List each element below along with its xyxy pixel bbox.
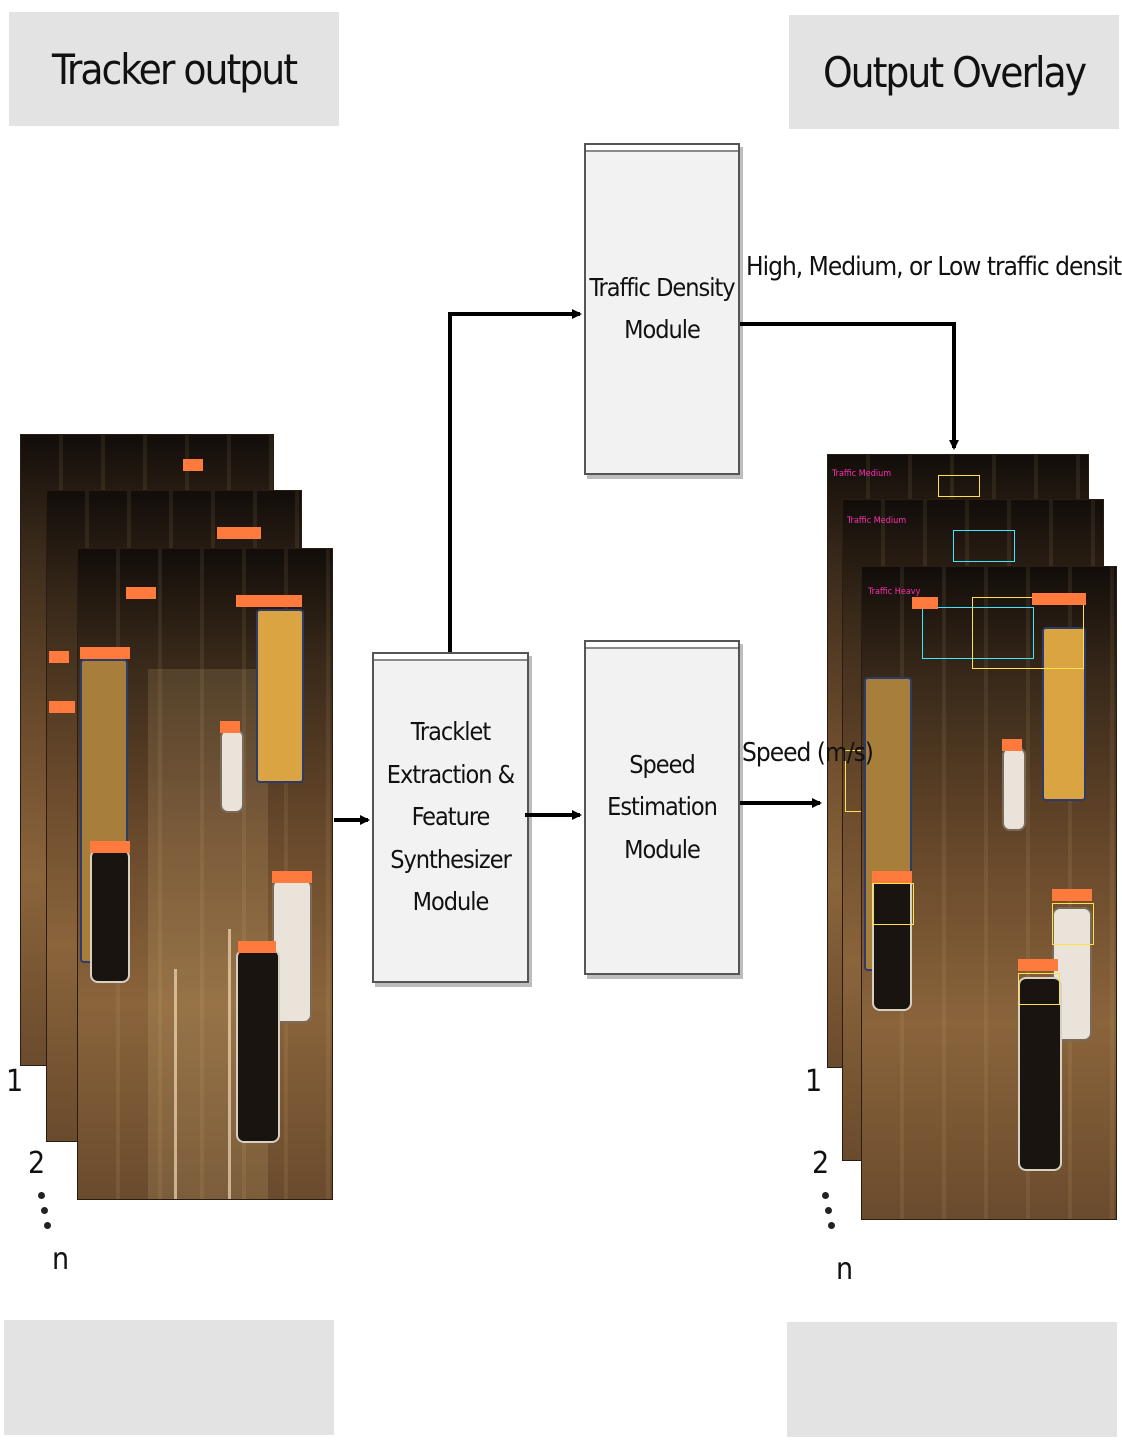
density-badge: Traffic Medium [847, 516, 907, 526]
density-output-label: High, Medium, or Low traffic density [746, 252, 1122, 282]
tracker-box [49, 701, 75, 713]
bus [256, 609, 304, 783]
tracklet-module-line1: Tracklet Extraction & [386, 717, 515, 789]
tracker-box [90, 841, 130, 853]
tracker-box [872, 871, 912, 883]
tracker-box [217, 527, 261, 539]
tracker-box [1052, 889, 1092, 901]
arrow-tracklet-to-density [448, 309, 582, 652]
tracker-box [1002, 739, 1022, 751]
tracker-box [126, 587, 156, 599]
tracker-box [49, 651, 69, 663]
detection-box [972, 597, 1084, 669]
car [220, 729, 244, 813]
speed-module-line1: Speed Estimation [607, 749, 718, 822]
frame-index-2: 2 [28, 1146, 46, 1181]
detection-box [872, 883, 914, 925]
left-frame-3 [77, 548, 333, 1200]
car [90, 849, 130, 983]
speed-estimation-module: Speed Estimation Module [584, 640, 740, 975]
density-module-line2: Module [624, 315, 701, 344]
density-badge: Traffic Heavy [868, 587, 921, 597]
tracklet-module-line2: Feature Synthesizer [390, 802, 512, 874]
traffic-density-module: Traffic Density Module [584, 143, 740, 475]
tracker-box [183, 459, 203, 471]
tracklet-extraction-module: Tracklet Extraction & Feature Synthesize… [372, 652, 529, 983]
detection-box [1018, 973, 1060, 1005]
tracker-box [238, 941, 276, 953]
detection-box [1052, 903, 1094, 945]
car [1018, 977, 1062, 1171]
detection-box [922, 607, 1034, 659]
detection-box [938, 475, 980, 497]
tracker-box [272, 871, 312, 883]
tracker-box [1032, 593, 1086, 605]
tracker-box [80, 647, 130, 659]
lane-marking [228, 929, 231, 1199]
speed-module-line2: Module [624, 834, 701, 864]
output-overlay-title: Output Overlay [822, 47, 1087, 97]
car [1002, 747, 1026, 831]
tracklet-module-line3: Module [412, 887, 490, 917]
speed-output-label: Speed (m/s) [742, 738, 874, 768]
ellipsis-dots [822, 1192, 835, 1237]
density-module-line1: Traffic Density [589, 272, 735, 302]
ellipsis-dots [38, 1192, 51, 1237]
detection-box [953, 530, 1015, 562]
tracker-output-header: Tracker output [9, 12, 339, 126]
car [236, 949, 280, 1143]
overlay-index-2: 2 [812, 1146, 830, 1181]
bus [1042, 627, 1086, 801]
density-badge: Traffic Medium [832, 469, 892, 479]
lane-marking [174, 969, 177, 1199]
arrow-density-to-overlay [740, 322, 959, 450]
left-footer-bar [4, 1320, 334, 1435]
tracker-box [236, 595, 302, 607]
overlay-index-n: n [836, 1252, 854, 1287]
overlay-frame-3: Traffic Heavy [861, 566, 1117, 1220]
tracker-output-title: Tracker output [51, 44, 298, 94]
tracker-box [912, 597, 938, 609]
tracker-box [1018, 959, 1058, 971]
output-overlay-header: Output Overlay [789, 15, 1119, 129]
overlay-index-1: 1 [805, 1064, 823, 1099]
frame-index-n: n [52, 1242, 70, 1277]
tracker-box [220, 721, 240, 733]
frame-index-1: 1 [6, 1064, 24, 1099]
right-footer-bar [787, 1322, 1117, 1437]
